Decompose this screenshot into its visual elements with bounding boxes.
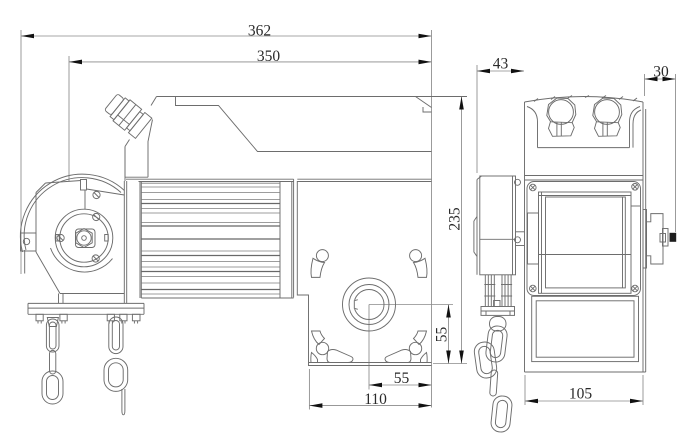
- svg-text:43: 43: [493, 55, 509, 72]
- svg-text:235: 235: [447, 207, 464, 231]
- svg-text:105: 105: [569, 386, 593, 403]
- svg-text:350: 350: [257, 48, 281, 65]
- svg-text:110: 110: [364, 391, 387, 408]
- svg-text:30: 30: [653, 64, 669, 81]
- svg-text:55: 55: [394, 370, 410, 387]
- svg-text:55: 55: [434, 327, 451, 343]
- svg-text:362: 362: [248, 22, 271, 39]
